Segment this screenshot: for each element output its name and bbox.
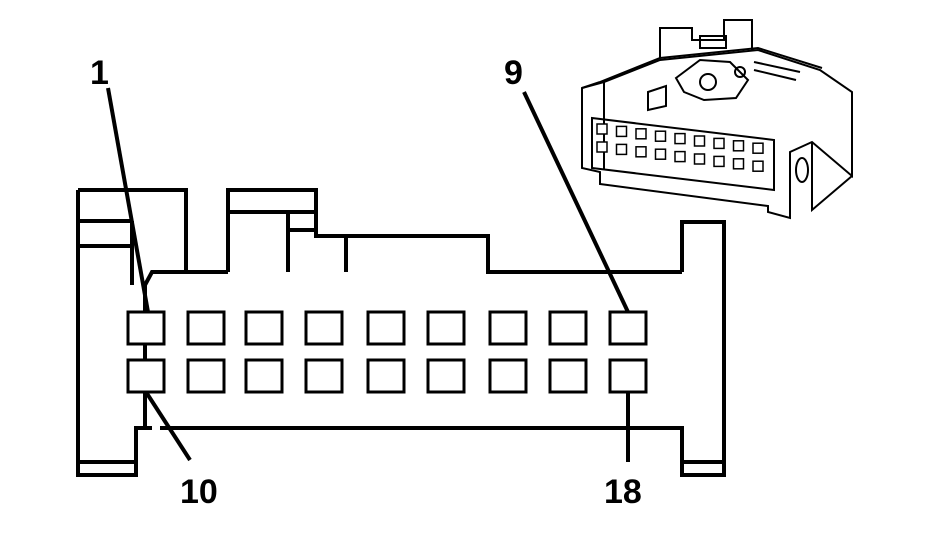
iso-pin-2: [615, 125, 628, 138]
pin-cavity-6: [426, 310, 466, 346]
iso-pin-5: [674, 132, 686, 145]
pin-cavity-5: [366, 310, 406, 346]
iso-pin-14: [674, 150, 686, 163]
iso-pin-1: [596, 123, 608, 135]
iso-pin-6: [693, 135, 706, 147]
label-pin-18: 18: [604, 473, 642, 511]
iso-pin-18: [752, 160, 764, 172]
iso-pin-7: [713, 137, 725, 150]
pin-cavity-17: [548, 358, 588, 394]
label-pin-10: 10: [180, 473, 218, 511]
iso-pin-9: [752, 142, 764, 154]
iso-pin-11: [615, 143, 628, 156]
pin-cavity-11: [186, 358, 226, 394]
pin-cavities: [126, 310, 648, 394]
label-pin-9: 9: [504, 54, 523, 92]
leader-pin-10: [144, 390, 192, 462]
pin-cavity-3: [244, 310, 284, 346]
pin-cavity-4: [304, 310, 344, 346]
iso-pin-12: [635, 146, 647, 158]
iso-pin-10: [596, 141, 608, 153]
iso-pin-13: [654, 148, 667, 160]
isometric-pin-grid: [596, 123, 764, 172]
pin-cavity-14: [366, 358, 406, 394]
pin-cavity-15: [426, 358, 466, 394]
pin-cavity-12: [244, 358, 284, 394]
pin-cavity-10: [126, 358, 166, 394]
iso-pin-16: [713, 155, 725, 168]
pin-cavity-8: [548, 310, 588, 346]
leader-pin-1: [106, 87, 150, 313]
leader-pin-9: [522, 91, 630, 313]
pin-cavity-2: [186, 310, 226, 346]
pin-cavity-9: [608, 310, 648, 346]
iso-pin-17: [732, 158, 745, 170]
pin-cavity-7: [488, 310, 528, 346]
pin-cavity-13: [304, 358, 344, 394]
leader-lines: [106, 87, 630, 462]
connector-face: [76, 188, 726, 477]
iso-pin-15: [693, 153, 706, 165]
pin-cavity-18: [608, 358, 648, 394]
label-pin-1: 1: [90, 54, 109, 92]
connector-isometric-illustration: [581, 19, 853, 220]
pin-cavity-1: [126, 310, 166, 346]
iso-pin-8: [732, 140, 745, 152]
iso-pin-3: [635, 128, 647, 140]
iso-pin-4: [654, 130, 667, 142]
pin-cavity-16: [488, 358, 528, 394]
